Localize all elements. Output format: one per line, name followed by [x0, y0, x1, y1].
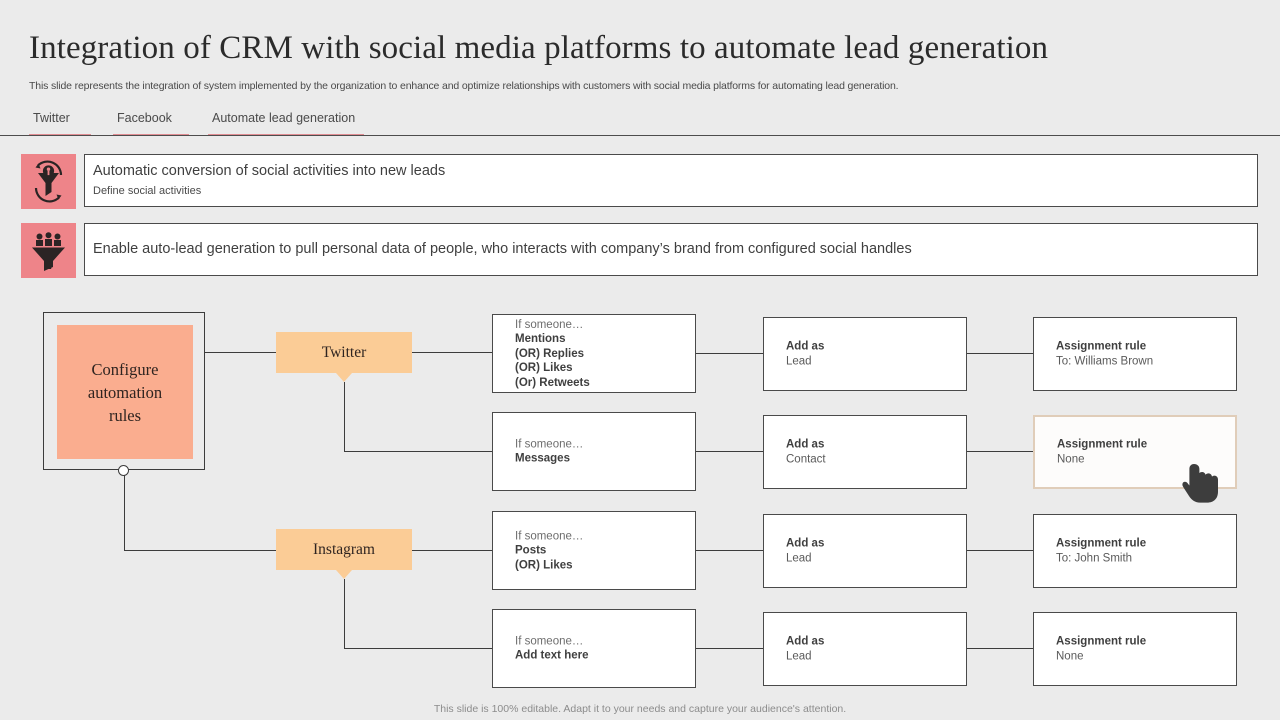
- action-3-title: Add as: [786, 537, 825, 550]
- connector-action4-assign4: [967, 648, 1033, 649]
- configure-label-line-2: automation: [87, 382, 163, 402]
- tab-twitter[interactable]: Twitter: [33, 111, 70, 125]
- configure-automation-rules-fill: Configure automation rules: [57, 325, 193, 459]
- banner-2-title: Enable auto-lead generation to pull pers…: [93, 241, 912, 257]
- banner-1-title: Automatic conversion of social activitie…: [93, 163, 446, 179]
- condition-1-prefix: If someone…: [515, 318, 584, 331]
- connector-instagram-cond3: [412, 550, 492, 551]
- connector-instagram-cond4: [344, 648, 492, 649]
- action-card-2-text: Add as Contact: [786, 438, 826, 467]
- configure-automation-rules-label: Configure automation rules: [88, 358, 162, 427]
- pointing-hand-cursor: [1182, 462, 1226, 515]
- platform-chip-instagram[interactable]: Instagram: [276, 529, 412, 570]
- action-4-title: Add as: [786, 635, 825, 648]
- condition-card-3[interactable]: If someone… Posts (OR) Likes: [492, 511, 696, 590]
- platform-chip-twitter-tail: [336, 373, 352, 382]
- assignment-1-title: Assignment rule: [1056, 340, 1147, 353]
- assignment-card-1-text: Assignment rule To: Williams Brown: [1056, 340, 1153, 369]
- connector-root-down: [124, 471, 125, 550]
- assignment-4-value: None: [1056, 650, 1084, 662]
- action-2-value: Contact: [786, 453, 826, 465]
- tab-bar: Twitter Facebook Automate lead generatio…: [0, 111, 1280, 137]
- page-title: Integration of CRM with social media pla…: [29, 30, 1049, 66]
- connector-cond4-action4: [696, 648, 763, 649]
- connector-cond2-action2: [696, 451, 763, 452]
- condition-1-line-3: (OR) Likes: [515, 361, 573, 374]
- action-card-4-text: Add as Lead: [786, 635, 824, 664]
- assignment-card-2-text: Assignment rule None: [1057, 438, 1147, 467]
- condition-card-4-text: If someone… Add text here: [515, 634, 589, 663]
- assignment-3-title: Assignment rule: [1056, 537, 1147, 550]
- banner-box-2: Enable auto-lead generation to pull pers…: [84, 223, 1258, 276]
- tab-bar-divider: [0, 135, 1280, 136]
- action-card-3-text: Add as Lead: [786, 537, 824, 566]
- condition-card-2-text: If someone… Messages: [515, 437, 583, 466]
- condition-3-prefix: If someone…: [515, 529, 584, 542]
- condition-card-1[interactable]: If someone… Mentions (OR) Replies (OR) L…: [492, 314, 696, 393]
- action-3-value: Lead: [786, 552, 812, 564]
- platform-chip-twitter[interactable]: Twitter: [276, 332, 412, 373]
- condition-1-line-2: (OR) Replies: [515, 347, 585, 360]
- condition-1-line-1: Mentions: [515, 332, 566, 345]
- tab-automate-lead-generation[interactable]: Automate lead generation: [212, 111, 356, 125]
- assignment-card-4[interactable]: Assignment rule None: [1033, 612, 1237, 686]
- action-1-value: Lead: [786, 355, 812, 367]
- condition-4-line-1: Add text here: [515, 649, 589, 662]
- action-2-title: Add as: [786, 438, 825, 451]
- condition-card-4[interactable]: If someone… Add text here: [492, 609, 696, 688]
- connector-cond1-action1: [696, 353, 763, 354]
- condition-3-line-2: (OR) Likes: [515, 558, 573, 571]
- connector-action2-assign2: [967, 451, 1033, 452]
- action-card-4[interactable]: Add as Lead: [763, 612, 967, 686]
- connector-twitter-cond1: [412, 352, 492, 353]
- condition-4-prefix: If someone…: [515, 635, 584, 647]
- page-subtitle: This slide represents the integration of…: [29, 80, 899, 92]
- connector-root-instagram: [124, 550, 276, 551]
- condition-1-line-4: (Or) Retweets: [515, 376, 590, 389]
- condition-card-3-text: If someone… Posts (OR) Likes: [515, 529, 583, 573]
- footer-note: This slide is 100% editable. Adapt it to…: [433, 703, 847, 715]
- tab-facebook[interactable]: Facebook: [117, 111, 172, 125]
- funnel-person-refresh-icon: [21, 154, 76, 209]
- connector-root-twitter: [205, 352, 276, 353]
- connector-instagram-down: [344, 579, 345, 648]
- assignment-3-value: To: John Smith: [1056, 552, 1133, 564]
- connector-twitter-cond2: [344, 451, 492, 452]
- connector-action1-assign1: [967, 353, 1033, 354]
- configure-node-connector-dot: [118, 465, 129, 476]
- condition-2-prefix: If someone…: [515, 438, 584, 450]
- assignment-card-3-text: Assignment rule To: John Smith: [1056, 537, 1146, 566]
- configure-automation-rules-node[interactable]: Configure automation rules: [43, 312, 205, 470]
- action-card-1[interactable]: Add as Lead: [763, 317, 967, 391]
- connector-cond3-action3: [696, 550, 763, 551]
- condition-card-2[interactable]: If someone… Messages: [492, 412, 696, 491]
- action-card-3[interactable]: Add as Lead: [763, 514, 967, 588]
- condition-card-1-text: If someone… Mentions (OR) Replies (OR) L…: [515, 317, 590, 390]
- action-card-2[interactable]: Add as Contact: [763, 415, 967, 489]
- assignment-card-1[interactable]: Assignment rule To: Williams Brown: [1033, 317, 1237, 391]
- assignment-2-value: None: [1057, 453, 1085, 465]
- condition-3-line-1: Posts: [515, 544, 547, 557]
- action-card-1-text: Add as Lead: [786, 340, 824, 369]
- banner-box-1: Automatic conversion of social activitie…: [84, 154, 1258, 207]
- funnel-people-icon: [21, 223, 76, 278]
- banner-1-subtitle: Define social activities: [93, 185, 202, 197]
- assignment-card-4-text: Assignment rule None: [1056, 635, 1146, 664]
- assignment-2-title: Assignment rule: [1057, 438, 1148, 451]
- condition-2-line-1: Messages: [515, 452, 570, 465]
- connector-twitter-down: [344, 382, 345, 451]
- assignment-1-value: To: Williams Brown: [1056, 355, 1154, 367]
- configure-label-line-1: Configure: [91, 359, 159, 379]
- platform-chip-instagram-tail: [336, 570, 352, 579]
- assignment-card-3[interactable]: Assignment rule To: John Smith: [1033, 514, 1237, 588]
- configure-label-line-3: rules: [108, 405, 142, 425]
- action-1-title: Add as: [786, 340, 825, 353]
- assignment-4-title: Assignment rule: [1056, 635, 1147, 648]
- action-4-value: Lead: [786, 650, 812, 662]
- connector-action3-assign3: [967, 550, 1033, 551]
